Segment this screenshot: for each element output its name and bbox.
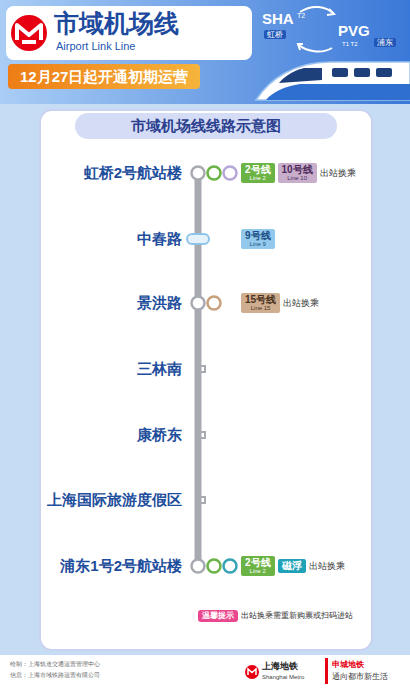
band-text: 温馨提示 xyxy=(202,611,234,620)
track-segment xyxy=(195,380,202,424)
header-band xyxy=(0,0,410,104)
line-number: 2号线 xyxy=(245,557,271,569)
header-text: T1 T2 xyxy=(342,41,358,48)
header-text: 虹桥 xyxy=(264,30,286,39)
tip-badge: 温馨提示 xyxy=(198,610,238,621)
train-illustration xyxy=(256,62,410,100)
station-name: 浦东1号2号航站楼 xyxy=(60,555,182,577)
station-name: 虹桥2号航站楼 xyxy=(84,162,182,184)
line-english: Line 10 xyxy=(287,175,307,182)
station: 景洪路 xyxy=(40,292,206,314)
station: 康桥东 xyxy=(40,424,206,446)
line-number: 9号线 xyxy=(245,230,271,242)
line-badge: 15号线Line 15 xyxy=(241,293,280,313)
line-english: Line 15 xyxy=(251,305,271,312)
line-english: Line 9 xyxy=(250,241,266,248)
title: 市域机场线 xyxy=(54,9,179,38)
line-english: Line 2 xyxy=(250,175,266,182)
station-name: 上海国际旅游度假区 xyxy=(47,489,182,511)
station-name: 中春路 xyxy=(137,228,182,250)
header-text: SHA xyxy=(262,10,294,27)
footer-text: 通向都市新生活 xyxy=(332,672,388,681)
line-badge: 2号线Line 2 xyxy=(241,556,275,576)
band-text: 市域机场线线路示意图 xyxy=(131,117,281,134)
track-segment xyxy=(195,184,202,228)
footer-text: 信息：上海市域铁路运营有限公司 xyxy=(10,672,100,679)
track-segment xyxy=(195,314,202,358)
header-text: Airport Link Line xyxy=(56,40,136,53)
line-number: 10号线 xyxy=(282,164,313,176)
station: 虹桥2号航站楼 xyxy=(40,162,206,184)
station-name: 景洪路 xyxy=(137,292,182,314)
footer-text: 上海地铁 xyxy=(262,661,298,671)
footer-text: Shanghai Metro xyxy=(262,674,304,681)
line-number: 磁浮 xyxy=(282,560,302,572)
line-badge: 10号线Line 10 xyxy=(278,163,317,183)
line-badge: 9号线Line 9 xyxy=(241,229,275,249)
header-text: PVG xyxy=(338,22,370,39)
header-text: 浦东 xyxy=(374,38,396,47)
note-text: 出站换乘 xyxy=(320,168,356,178)
route-arrows xyxy=(298,7,334,52)
footer-logo xyxy=(245,665,259,679)
station: 中春路 xyxy=(40,228,206,250)
note-text: 出站换乘 xyxy=(283,298,319,308)
title-box xyxy=(6,6,252,60)
line-number: 15号线 xyxy=(245,294,276,306)
note-text: 出站换乘 xyxy=(309,561,345,571)
track-segment xyxy=(195,446,202,489)
line-number: 2号线 xyxy=(245,164,271,176)
station-name: 康桥东 xyxy=(137,424,182,446)
note-text: 出站换乘需重新购票或扫码进站 xyxy=(241,611,353,620)
station-name: 三林南 xyxy=(137,358,182,380)
line-badge: 磁浮 xyxy=(278,559,306,573)
line-english: Line 2 xyxy=(250,568,266,575)
station: 三林南 xyxy=(40,358,206,380)
station: 上海国际旅游度假区 xyxy=(40,489,206,511)
station: 浦东1号2号航站楼 xyxy=(40,555,206,577)
title-band: 12月27日起开通初期运营 xyxy=(8,64,200,89)
band-text: 12月27日起开通初期运营 xyxy=(20,68,188,85)
metro-logo xyxy=(11,15,47,51)
footer-text: 绘制：上海轨道交通运营管理中心 xyxy=(10,661,100,668)
header-text: T2 xyxy=(297,12,305,20)
track-segment xyxy=(195,511,202,555)
title-band: 市域机场线线路示意图 xyxy=(75,113,337,139)
track-segment xyxy=(195,250,202,292)
map-panel xyxy=(40,110,372,650)
slogan-bar xyxy=(325,658,328,684)
footer-band xyxy=(0,655,410,689)
line-badge: 2号线Line 2 xyxy=(241,163,275,183)
footer-text: 申城地铁 xyxy=(332,660,364,669)
